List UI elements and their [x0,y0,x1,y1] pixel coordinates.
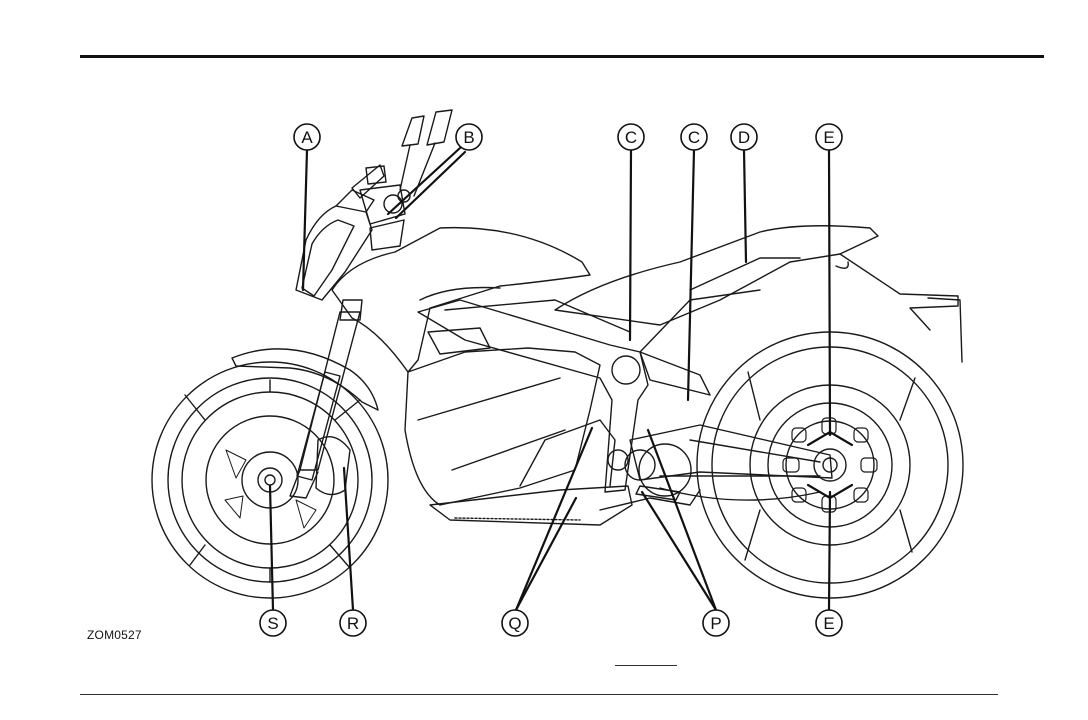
leader-lines [270,148,852,610]
svg-text:Q: Q [508,614,521,633]
svg-text:C: C [625,128,637,147]
callout-b: B [456,124,482,150]
svg-text:R: R [347,614,359,633]
callout-s: S [260,610,286,636]
page-number-rule [615,665,677,666]
front-fork [290,300,362,498]
figure-code: ZOM0527 [87,628,142,642]
seat-tail [555,226,962,362]
callout-e-bottom: E [816,610,842,636]
svg-text:A: A [301,128,313,147]
svg-text:D: D [738,128,750,147]
drive-belt [660,488,820,500]
headlight-cowl [296,190,374,300]
handlebar-assembly [352,165,410,250]
callout-r: R [340,610,366,636]
footer-rule [80,694,998,695]
callout-e-top: E [816,124,842,150]
callout-d: D [731,124,757,150]
svg-text:B: B [463,128,474,147]
svg-text:P: P [710,614,721,633]
tank-fairing [332,228,630,505]
callout-a: A [294,124,320,150]
callout-q: Q [502,610,528,636]
callout-c-second: C [681,124,707,150]
callout-c-first: C [618,124,644,150]
front-wheel [152,362,388,598]
svg-text:C: C [688,128,700,147]
svg-text:S: S [267,614,278,633]
rear-shock [640,352,710,395]
callout-p: P [703,610,729,636]
svg-text:E: E [823,614,834,633]
svg-text:E: E [823,128,834,147]
mirrors [400,110,452,196]
